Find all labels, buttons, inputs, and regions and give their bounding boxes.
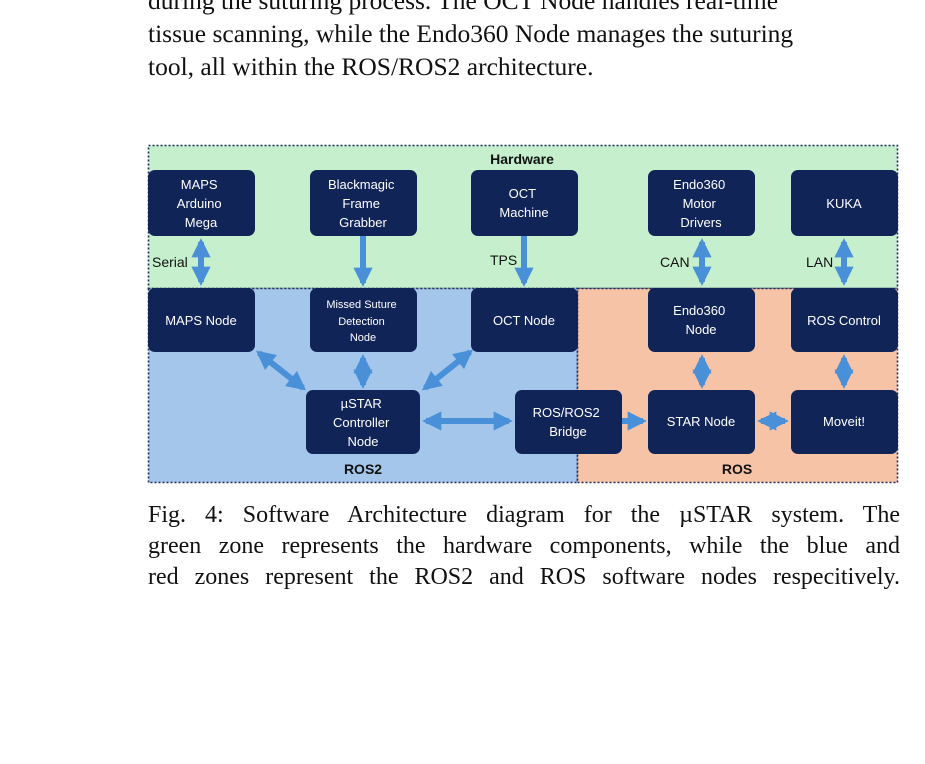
endo360-drivers-box: Endo360 Motor Drivers [648,170,755,236]
endo360-drivers-line-1: Endo360 [673,177,725,192]
oct-machine-box: OCT Machine [471,170,578,236]
endo360-drivers-line-2: Motor [683,196,717,211]
ustar-controller-line-2: Controller [333,415,390,430]
ustar-controller-line-3: Node [347,434,378,449]
maps-node-box: MAPS Node [148,288,255,352]
svg-text:Moveit!: Moveit! [823,414,865,429]
oct-node-box: OCT Node [471,288,578,352]
ros-control-box: ROS Control [791,288,898,352]
paragraph-line-1: during the suturing process. The OCT Nod… [148,0,779,15]
missed-suture-line-3: Node [350,332,376,344]
missed-suture-line-2: Detection [338,316,384,328]
ros-bridge-line-1: ROS/ROS2 [533,405,600,420]
svg-text:OCT Node: OCT Node [493,313,555,328]
lan-label: LAN [806,254,833,270]
oct-node-line-1: OCT Node [493,313,555,328]
tps-label: TPS [490,252,517,268]
can-label: CAN [660,254,690,270]
ustar-controller-line-1: µSTAR [341,396,382,411]
paragraph-line-2: tissue scanning, while the Endo360 Node … [148,19,794,48]
svg-text:OCT Machine: OCT Machine [499,186,548,220]
blackmagic-line-2: Frame [342,196,380,211]
moveit-line-1: Moveit! [823,414,865,429]
caption-line-3: red zones represent the ROS2 and ROS sof… [148,564,900,590]
oct-machine-line-1: OCT [509,186,537,201]
paragraph-line-3: tool, all within the ROS/ROS2 architectu… [148,52,594,81]
ros-zone-label: ROS [722,461,752,477]
svg-text:Endo360 Node: Endo360 Node [673,303,729,337]
ros2-zone-label: ROS2 [344,461,382,477]
arrow-oct-node-controller [422,349,473,391]
maps-arduino-line-3: Mega [185,215,218,230]
serial-label: Serial [152,254,188,270]
maps-arduino-box: MAPS Arduino Mega [148,170,255,236]
svg-text:ROS Control: ROS Control [807,313,881,328]
svg-text:Blackmagic Frame G: Blackmagic Frame Grabber [328,177,398,230]
missed-suture-line-1: Missed Suture [326,299,396,311]
figure-caption: Fig. 4: Software Architecture diagram fo… [148,500,900,593]
blackmagic-line-1: Blackmagic [328,177,395,192]
caption-line-2: green zone represents the hardware compo… [148,533,900,559]
star-node-box: STAR Node [648,390,755,454]
blackmagic-box: Blackmagic Frame Grabber [310,170,417,236]
svg-text:Missed Suture Detection: Missed Suture Detection Node [326,299,399,344]
missed-suture-box: Missed Suture Detection Node [310,288,417,352]
maps-arduino-line-1: MAPS [181,177,218,192]
body-paragraph: during the suturing process. The OCT Nod… [148,0,900,83]
star-node-line-1: STAR Node [667,414,735,429]
ustar-controller-box: µSTAR Controller Node [306,390,420,454]
moveit-box: Moveit! [791,390,898,454]
svg-text:µSTAR Controller N: µSTAR Controller Node [333,396,393,449]
kuka-line-1: KUKA [826,196,862,211]
ros-bridge-box: ROS/ROS2 Bridge [515,390,622,454]
svg-text:ROS/ROS2 Bridge: ROS/ROS2 Bridge [533,405,604,439]
maps-node-line-1: MAPS Node [165,313,237,328]
svg-text:STAR Node: STAR Node [667,414,735,429]
endo360-node-line-1: Endo360 [673,303,725,318]
svg-text:KUKA: KUKA [826,196,862,211]
oct-machine-line-2: Machine [499,205,548,220]
kuka-box: KUKA [791,170,898,236]
ros-control-line-1: ROS Control [807,313,881,328]
ros-bridge-line-2: Bridge [549,424,587,439]
endo360-node-box: Endo360 Node [648,288,755,352]
endo360-drivers-line-3: Drivers [680,215,722,230]
svg-text:MAPS Arduino Mega: MAPS Arduino Mega [177,177,225,230]
svg-text:MAPS Node: MAPS Node [165,313,237,328]
blackmagic-line-3: Grabber [339,215,387,230]
maps-arduino-line-2: Arduino [177,196,222,211]
caption-line-1: Fig. 4: Software Architecture diagram fo… [148,502,900,528]
arrow-maps-node-controller [255,350,307,391]
svg-text:Endo360 Motor Driv: Endo360 Motor Drivers [673,177,729,230]
hardware-zone-label: Hardware [490,151,554,167]
endo360-node-line-2: Node [685,322,716,337]
